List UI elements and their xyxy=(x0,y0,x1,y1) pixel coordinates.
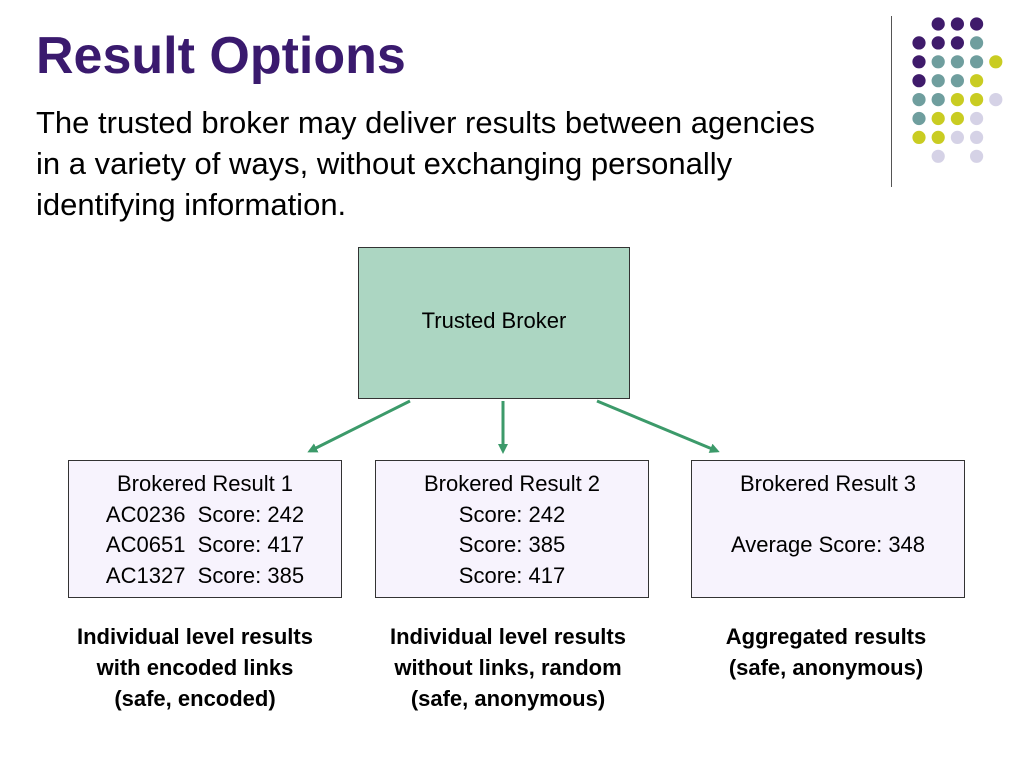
decorative-dot xyxy=(970,17,984,31)
decorative-dot xyxy=(950,111,965,126)
divider-line xyxy=(891,16,892,187)
caption-result-1: Individual level results with encoded li… xyxy=(45,621,345,714)
decorative-dot xyxy=(931,149,945,163)
decorative-dot xyxy=(970,93,984,107)
result-1-line-3: AC1327 Score: 385 xyxy=(105,562,305,588)
trusted-broker-box: Trusted Broker xyxy=(358,247,630,399)
brokered-result-1-box: Brokered Result 1 AC0236 Score: 242 AC06… xyxy=(68,460,342,598)
result-3-line-1: Average Score: 348 xyxy=(730,532,926,557)
decorative-dot xyxy=(912,55,926,69)
caption-result-3: Aggregated results (safe, anonymous) xyxy=(676,621,976,683)
caption-result-2: Individual level results without links, … xyxy=(358,621,658,714)
decorative-dot xyxy=(970,149,984,163)
result-2-heading: Brokered Result 2 xyxy=(423,471,601,496)
decorative-dot xyxy=(912,111,926,126)
brokered-result-2-box: Brokered Result 2 Score: 242 Score: 385 … xyxy=(375,460,649,598)
decorative-dot xyxy=(931,74,945,88)
decorative-dot xyxy=(970,130,984,144)
caption-1-line-1: Individual level results xyxy=(77,624,313,649)
caption-2-line-1: Individual level results xyxy=(390,624,626,649)
result-3-spacer xyxy=(692,500,964,531)
caption-1-line-3: (safe, encoded) xyxy=(114,686,276,711)
decorative-dot xyxy=(970,36,984,50)
result-3-heading: Brokered Result 3 xyxy=(739,471,917,496)
result-2-line-1: Score: 242 xyxy=(458,501,566,527)
decorative-dot xyxy=(931,93,945,107)
decorative-dot xyxy=(970,74,984,88)
decorative-dot xyxy=(970,55,984,69)
decorative-dot xyxy=(931,36,945,50)
decorative-dot xyxy=(989,55,1003,69)
caption-3-line-1: Aggregated results xyxy=(725,624,927,649)
decorative-dot xyxy=(989,93,1003,107)
decorative-dot xyxy=(912,130,926,144)
decorative-dot xyxy=(912,93,926,107)
decorative-dot xyxy=(931,17,945,31)
slide-subtitle: The trusted broker may deliver results b… xyxy=(36,105,815,222)
slide-title: Result Options xyxy=(36,27,406,85)
decorative-dot xyxy=(931,55,945,69)
result-1-heading: Brokered Result 1 xyxy=(116,471,294,496)
decorative-dot xyxy=(912,74,926,88)
trusted-broker-label: Trusted Broker xyxy=(421,308,567,333)
decorative-dot xyxy=(950,55,965,69)
arrow-to-result-1 xyxy=(307,399,411,453)
caption-3-line-2: (safe, anonymous) xyxy=(728,655,924,680)
decorative-dot xyxy=(970,111,984,126)
result-1-line-2: AC0651 Score: 417 xyxy=(105,532,305,557)
caption-2-line-2: without links, random xyxy=(394,655,622,680)
caption-2-line-3: (safe, anonymous) xyxy=(410,686,606,711)
decorative-dot xyxy=(950,74,965,88)
decorative-dot xyxy=(912,36,926,50)
decorative-dot xyxy=(950,130,965,144)
result-1-line-1: AC0236 Score: 242 xyxy=(105,501,305,527)
arrow-to-result-3 xyxy=(596,399,720,453)
decorative-dot xyxy=(931,111,945,126)
decorative-dot xyxy=(950,93,965,107)
brokered-result-3-box: Brokered Result 3 Average Score: 348 xyxy=(691,460,965,598)
decorative-dot xyxy=(950,17,965,31)
decorative-dot-grid xyxy=(912,17,1003,163)
result-2-line-3: Score: 417 xyxy=(458,562,566,588)
decorative-dot xyxy=(931,130,945,144)
decorative-dot xyxy=(950,36,965,50)
result-2-line-2: Score: 385 xyxy=(458,532,566,557)
caption-1-line-2: with encoded links xyxy=(96,655,294,680)
